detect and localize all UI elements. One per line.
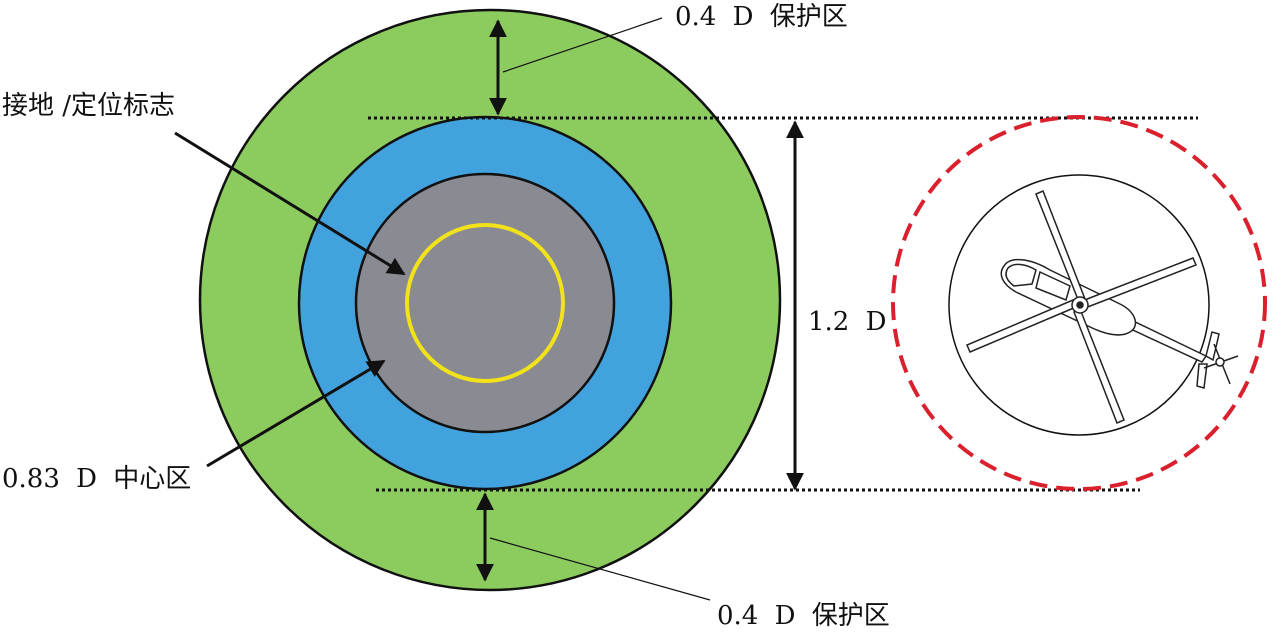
top-protection-label: 0.4 D 保护区 (675, 2, 848, 32)
center-zone-label: 0.83 D 中心区 (2, 464, 191, 494)
helicopter-icon (966, 190, 1239, 424)
touchdown-marking-label: 接地 /定位标志 (2, 91, 175, 121)
touchdown-marking-circle (405, 223, 565, 383)
center-zone-leader (206, 359, 386, 468)
bottom-protection-leader (489, 537, 711, 601)
rotor-disc-circle (891, 115, 1267, 491)
bottom-protection-label: 0.4 D 保护区 (717, 601, 890, 631)
top-protection-leader (502, 17, 663, 73)
center-zone-circle (354, 172, 616, 434)
touchdown-marking-leader (174, 131, 406, 276)
diameter-label: 1.2 D (808, 307, 886, 337)
